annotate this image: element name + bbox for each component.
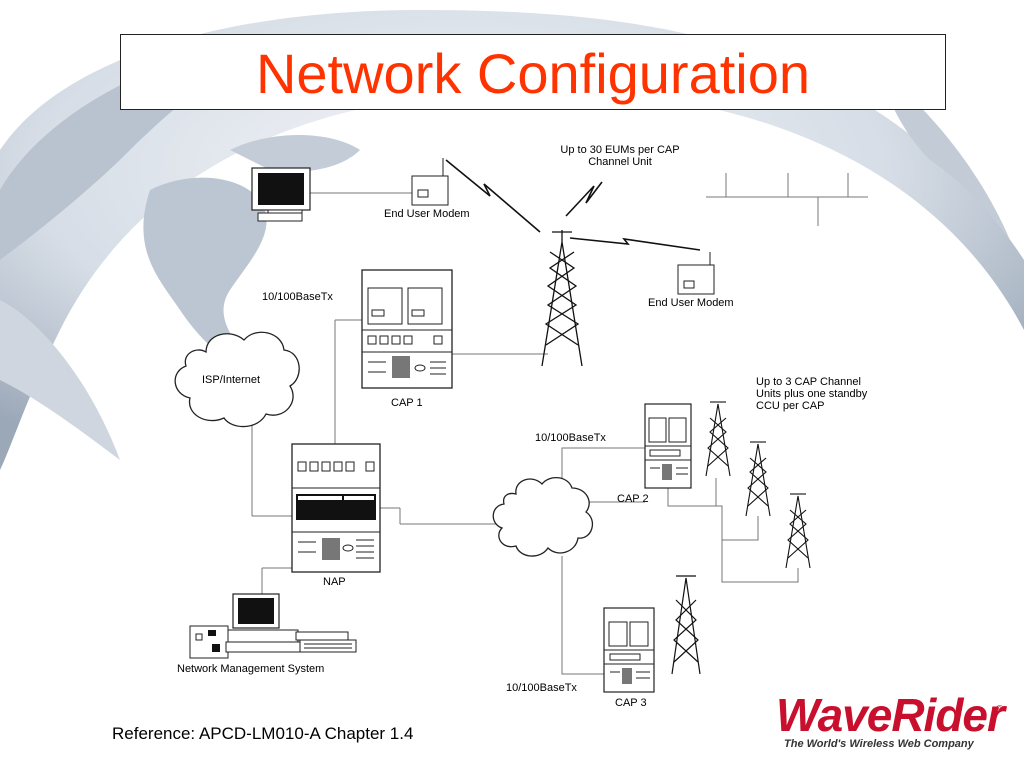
reference-text: Reference: APCD-LM010-A Chapter 1.4 xyxy=(112,724,414,743)
tower-5-icon xyxy=(671,575,701,675)
nms-workstation-icon xyxy=(189,593,357,659)
nms-label: Network Management System xyxy=(177,663,325,675)
nap-rack-icon xyxy=(291,443,381,573)
cap-channel-note-line-3: CCU per CAP xyxy=(756,400,825,412)
logo-tagline: The World's Wireless Web Company xyxy=(784,738,974,750)
globe-background xyxy=(0,10,1024,470)
cap1-label: CAP 1 xyxy=(391,397,423,409)
nap-label: NAP xyxy=(323,576,346,588)
cap-channel-note: Up to 3 CAP Channel Units plus one stand… xyxy=(756,376,867,412)
page-title: Network Configuration xyxy=(255,42,811,105)
backbone-cloud-icon xyxy=(492,477,594,557)
tower-4-icon xyxy=(785,493,811,569)
logo-wordmark: WaveRider xyxy=(776,689,1005,741)
end-user-modem-2-label: End User Modem xyxy=(648,297,734,309)
tower-2-icon xyxy=(705,401,731,477)
cap-channel-note-line-1: Up to 3 CAP Channel xyxy=(756,376,861,388)
connection-lines xyxy=(251,173,868,675)
cap3-rack-icon xyxy=(603,607,655,693)
eums-note: Up to 30 EUMs per CAP Channel Unit xyxy=(540,144,700,168)
basetx-label-2: 10/100BaseTx xyxy=(535,432,606,444)
cap1-rack-icon xyxy=(361,269,453,389)
end-user-modem-1-label: End User Modem xyxy=(384,208,470,220)
main-tower-icon xyxy=(541,230,583,367)
basetx-label-1: 10/100BaseTx xyxy=(262,291,333,303)
isp-cloud-icon xyxy=(174,331,300,428)
basetx-label-3: 10/100BaseTx xyxy=(506,682,577,694)
eums-note-line-2: Channel Unit xyxy=(588,156,652,168)
eums-note-line-1: Up to 30 EUMs per CAP xyxy=(560,144,680,156)
wireless-links xyxy=(445,159,701,251)
logo-registered-mark: ® xyxy=(996,704,1004,715)
cap2-label: CAP 2 xyxy=(617,493,649,505)
cap3-label: CAP 3 xyxy=(615,697,647,709)
desktop-computer-icon xyxy=(251,167,311,222)
tower-3-icon xyxy=(745,441,771,517)
end-user-modem-1-icon xyxy=(411,158,449,206)
title-box: Network Configuration xyxy=(120,34,946,110)
isp-internet-label: ISP/Internet xyxy=(202,374,261,386)
cap-channel-note-line-2: Units plus one standby xyxy=(756,388,868,400)
cap2-rack-icon xyxy=(644,403,692,489)
end-user-modem-2-icon xyxy=(677,252,715,295)
